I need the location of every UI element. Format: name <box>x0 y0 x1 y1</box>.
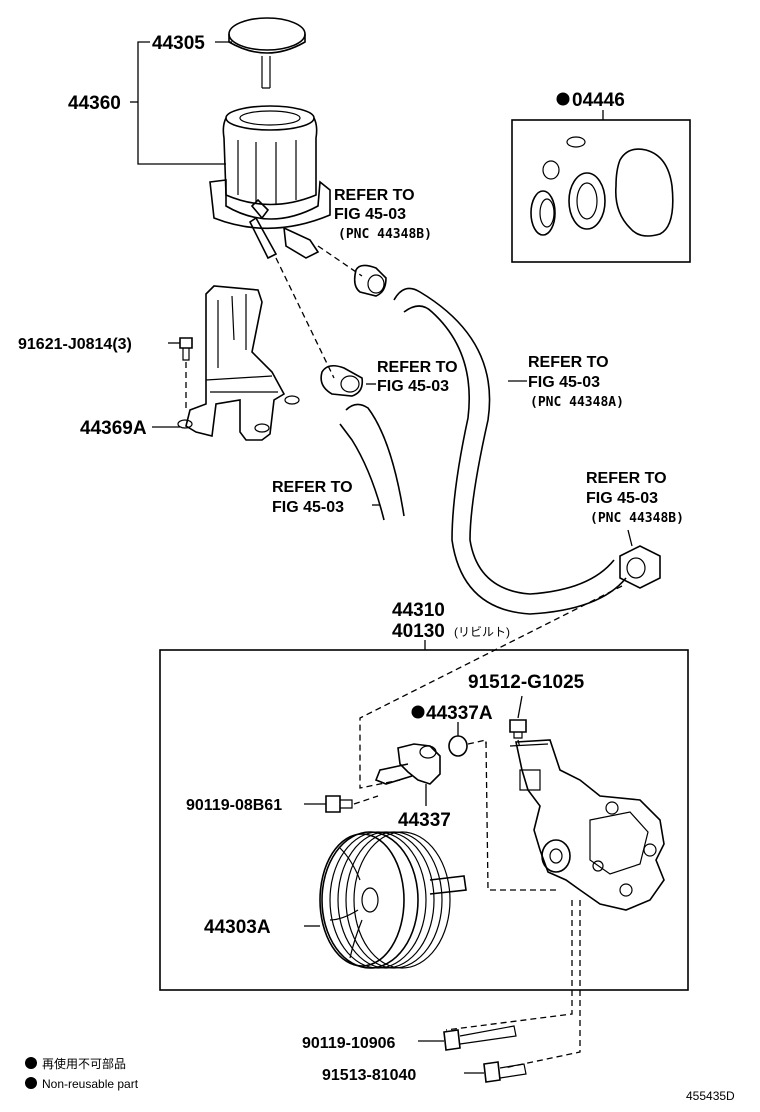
pump-body-drawing <box>509 739 665 911</box>
svg-text:REFER TO: REFER TO <box>528 354 609 371</box>
oring-drawing <box>448 735 468 757</box>
short-bolt-drawing <box>483 1061 527 1083</box>
svg-text:FIG 45-03: FIG 45-03 <box>528 374 600 391</box>
label-pump-44310: 44310 <box>392 600 445 621</box>
label-bolt-90119-10906: 90119-10906 <box>302 1035 396 1052</box>
label-union-44337: 44337 <box>398 810 451 831</box>
label-pump-40130: 40130 <box>392 621 445 642</box>
reservoir-leaders <box>130 41 232 165</box>
label-oring-44337A: 44337A <box>426 703 493 724</box>
legend-mark-en <box>25 1077 37 1089</box>
svg-text:FIG 45-03: FIG 45-03 <box>586 490 658 507</box>
svg-text:REFER TO: REFER TO <box>586 470 667 487</box>
label-reservoir-44360: 44360 <box>68 93 121 114</box>
reservoir-cap-drawing <box>228 17 306 89</box>
bracket-bolt-drawing <box>179 337 193 410</box>
clamp-lower <box>619 545 661 589</box>
svg-text:FIG 45-03: FIG 45-03 <box>272 499 344 516</box>
hose-return <box>339 403 405 521</box>
union-bolt-drawing <box>325 795 379 813</box>
bracket-drawing <box>177 285 300 441</box>
label-bracket-44369A: 44369A <box>80 418 147 439</box>
label-union-bolt-90119-08B61: 90119-08B61 <box>186 797 282 814</box>
legend-mark-jp <box>25 1057 37 1069</box>
non-reusable-mark-04446 <box>556 92 570 106</box>
svg-text:REFER TO: REFER TO <box>377 359 458 376</box>
clamp-middle <box>320 364 364 397</box>
clamp-upper <box>353 264 387 297</box>
label-gasket-kit-04446: 04446 <box>572 90 625 111</box>
gasket-kit-parts <box>530 136 674 237</box>
pump-assembly-box <box>159 649 689 991</box>
label-pulley-44303A: 44303A <box>204 917 271 938</box>
union-drawing <box>374 743 441 785</box>
pulley-drawing <box>319 831 467 969</box>
refer-note-3: REFER TO FIG 45-03 (PNC 44348A) <box>508 354 624 410</box>
top-bolt-drawing <box>509 719 527 749</box>
svg-text:(PNC 44348B): (PNC 44348B) <box>338 227 432 242</box>
label-cap-44305: 44305 <box>152 33 205 54</box>
label-bolt-91512-G1025: 91512-G1025 <box>468 672 585 693</box>
label-bracket-bolt: 91621-J0814(3) <box>18 336 132 353</box>
svg-text:REFER TO: REFER TO <box>272 479 353 496</box>
refer-note-4: REFER TO FIG 45-03 <box>272 479 380 516</box>
svg-text:FIG 45-03: FIG 45-03 <box>334 206 406 223</box>
svg-text:FIG 45-03: FIG 45-03 <box>377 378 449 395</box>
svg-text:REFER TO: REFER TO <box>334 187 415 204</box>
gasket-kit-box <box>511 119 691 263</box>
legend-text-en: Non-reusable part <box>42 1077 139 1091</box>
non-reusable-mark-44337A <box>411 705 425 719</box>
label-pump-rebuilt-note: (リビルト) <box>454 625 510 639</box>
refer-note-2: REFER TO FIG 45-03 <box>366 359 458 395</box>
refer-note-5: REFER TO FIG 45-03 (PNC 44348B) <box>586 470 684 547</box>
svg-text:(PNC 44348A): (PNC 44348A) <box>530 395 624 410</box>
svg-text:(PNC 44348B): (PNC 44348B) <box>590 511 684 526</box>
figure-id: 455435D <box>686 1089 735 1103</box>
refer-note-1: REFER TO FIG 45-03 (PNC 44348B) <box>334 187 432 242</box>
label-bolt-91513-81040: 91513-81040 <box>322 1067 416 1084</box>
legend-text-jp: 再使用不可部品 <box>42 1056 126 1071</box>
hose-high-pressure <box>393 287 627 615</box>
long-bolt-drawing <box>443 1025 517 1051</box>
reservoir-drawing <box>209 105 331 260</box>
